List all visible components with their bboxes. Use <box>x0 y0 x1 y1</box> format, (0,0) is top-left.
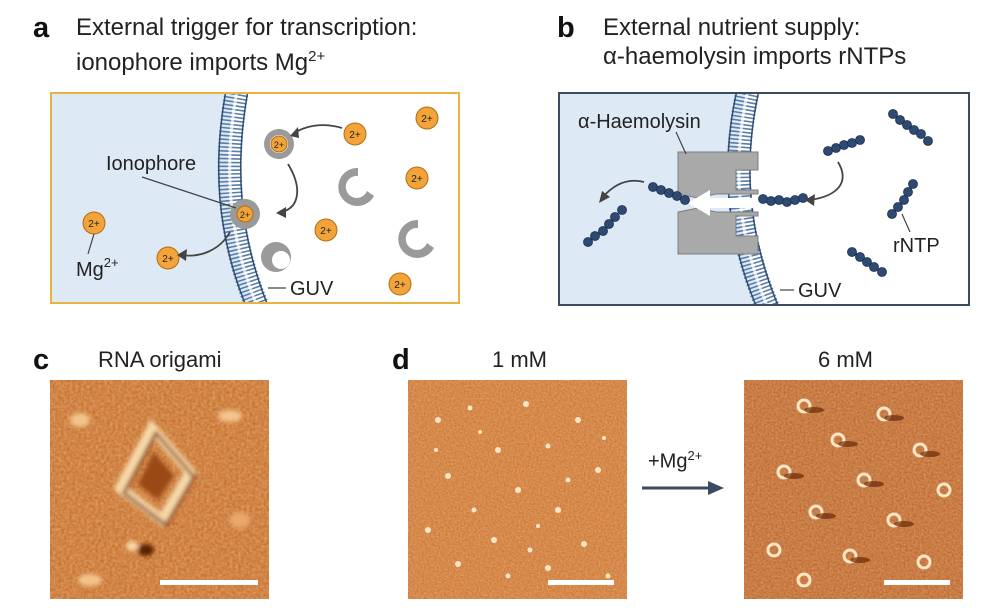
guv-label-b: GUV <box>798 280 842 302</box>
haemolysin-pore <box>677 151 759 255</box>
panel-d-label-left: 1 mM <box>492 347 547 372</box>
svg-text:2+: 2+ <box>320 226 332 237</box>
ionophore-in-membrane-bottom <box>261 242 291 272</box>
membrane-a <box>217 92 269 304</box>
afm-image-1mM <box>408 380 627 599</box>
panel-a-letter: a <box>33 12 50 44</box>
import-arrow-b <box>688 190 784 216</box>
ionophore-in-membrane-mid: 2+ <box>230 199 260 229</box>
svg-text:2+: 2+ <box>394 280 406 291</box>
panel-b-title: External nutrient supply: α-haemolysin i… <box>603 13 906 71</box>
ionophore-in-membrane-top: 2+ <box>264 129 294 159</box>
panel-a-title: External trigger for transcription: iono… <box>76 13 417 77</box>
mg-label: Mg2+ <box>76 255 119 281</box>
panel-a-title-line2: ionophore imports Mg2+ <box>76 48 326 76</box>
panel-d-label-right: 6 mM <box>818 347 873 372</box>
rntp-chains <box>583 109 933 277</box>
panel-c-letter: c <box>33 344 50 376</box>
panel-b-letter: b <box>557 12 575 44</box>
panel-a-diagram: 2+ 2+ 2+ 2+ 2+ 2+ 2+ 2+ 2+ <box>50 92 460 304</box>
mg-addition-label: +Mg2+ <box>648 448 703 473</box>
scale-bar-d1 <box>548 580 614 585</box>
membrane-b <box>726 92 780 306</box>
afm-image-rna-origami <box>50 380 269 599</box>
panel-d-letter: d <box>392 344 410 376</box>
panel-a-title-line1: External trigger for transcription: <box>76 14 418 41</box>
mg-addition-arrow: +Mg2+ <box>640 448 730 508</box>
svg-text:2+: 2+ <box>349 130 361 141</box>
svg-text:2+: 2+ <box>240 210 250 220</box>
afm-image-6mM <box>744 380 963 599</box>
ionophore-label: Ionophore <box>106 153 196 175</box>
ionophore-free <box>338 167 434 258</box>
mg-ions: 2+ 2+ 2+ 2+ 2+ 2+ 2+ <box>82 106 439 296</box>
scale-bar-c <box>160 580 258 585</box>
guv-interior-a <box>50 92 255 304</box>
svg-text:2+: 2+ <box>411 174 423 185</box>
panel-b-title-line2: α-haemolysin imports rNTPs <box>603 43 907 70</box>
origami-rings-6mM <box>766 398 952 588</box>
svg-text:2+: 2+ <box>88 219 100 230</box>
svg-text:2+: 2+ <box>274 140 284 150</box>
aggregates-1mM <box>425 401 611 579</box>
panel-c-title: RNA origami <box>98 347 222 372</box>
svg-text:2+: 2+ <box>162 254 174 265</box>
haemolysin-label: α-Haemolysin <box>578 111 701 133</box>
panel-b-diagram: α-Haemolysin rNTP GUV <box>558 92 970 306</box>
guv-label-a: GUV <box>290 278 334 300</box>
scale-bar-d2 <box>884 580 950 585</box>
svg-text:2+: 2+ <box>421 114 433 125</box>
origami-structure <box>70 410 250 586</box>
rntp-label: rNTP <box>893 235 940 257</box>
panel-b-title-line1: External nutrient supply: <box>603 14 861 41</box>
